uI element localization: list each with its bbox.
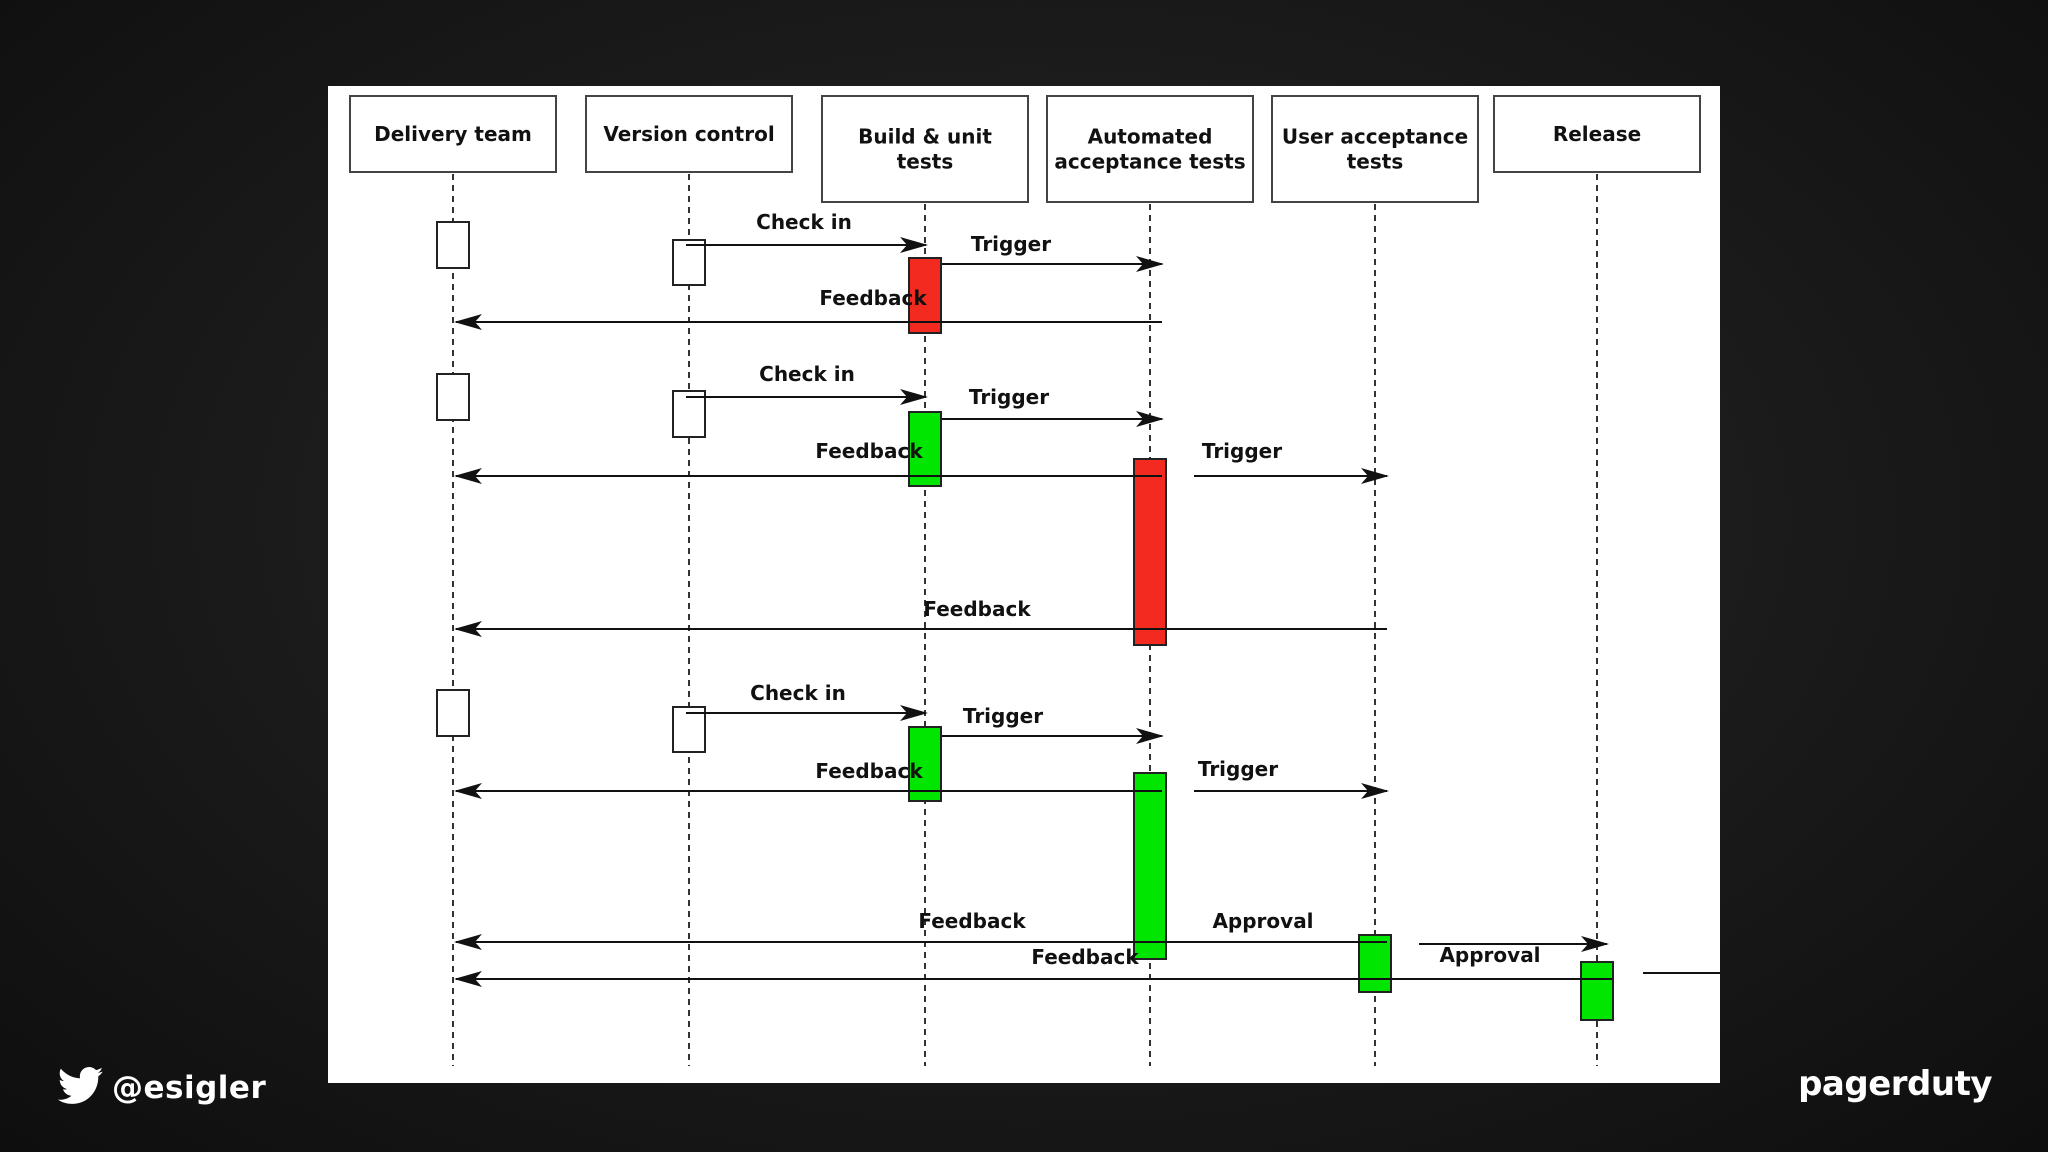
message-check-in: Check in: [686, 362, 928, 405]
message-label: Check in: [756, 210, 852, 234]
activation-neutral: [672, 706, 706, 753]
participant-label: Release: [1553, 122, 1641, 146]
message-label: Feedback: [815, 439, 923, 463]
twitter-handle-text: @esigler: [112, 1070, 267, 1106]
message-check-in: Check in: [686, 210, 928, 253]
sequence-diagram: Delivery team Version control Build & unit…: [328, 86, 1720, 1083]
message-trigger: Trigger: [1194, 757, 1389, 799]
participant-box: [1493, 95, 1701, 173]
message-label: Check in: [759, 362, 855, 386]
message-label: Approval: [1439, 943, 1540, 967]
activation-fail: [1133, 458, 1167, 646]
message-feedback: Feedback: [454, 909, 1387, 950]
message-approval: Approval: [1439, 943, 1720, 974]
message-feedback: Feedback: [454, 945, 1612, 987]
message-label: Trigger: [969, 385, 1049, 409]
participant-vcs: Version control: [585, 95, 793, 173]
participant-label: tests: [1347, 150, 1404, 174]
message-label: Feedback: [923, 597, 1031, 621]
activation-pass: [1580, 961, 1614, 1021]
message-trigger: Trigger: [942, 704, 1164, 744]
message-trigger: Trigger: [942, 232, 1164, 272]
participant-box: [349, 95, 557, 173]
twitter-handle: @esigler: [57, 1066, 267, 1110]
participant-box: [821, 95, 1029, 203]
message-check-in: Check in: [686, 681, 928, 721]
participant-label: User acceptance: [1282, 125, 1468, 149]
participant-label: acceptance tests: [1054, 150, 1245, 174]
message-label: Feedback: [819, 286, 927, 310]
activation-pass: [908, 411, 942, 487]
message-feedback: Feedback: [454, 597, 1387, 637]
message-trigger: Trigger: [942, 385, 1164, 427]
participant-box: [1046, 95, 1254, 203]
participant-box: [1271, 95, 1479, 203]
activation-neutral: [672, 390, 706, 438]
activation-pass: [1133, 772, 1167, 960]
message-label: Trigger: [1202, 439, 1282, 463]
message-approval: Approval: [1212, 909, 1609, 952]
participant-label: Automated: [1088, 125, 1213, 149]
participant-release: Release: [1493, 95, 1701, 173]
participant-label: Build & unit: [858, 125, 992, 149]
message-label: Feedback: [815, 759, 923, 783]
message-label: Feedback: [918, 909, 1026, 933]
message-label: Trigger: [971, 232, 1051, 256]
pagerduty-logo: pagerduty: [1798, 1064, 1992, 1104]
sequence-diagram-svg: Delivery team Version control Build & unit…: [349, 95, 1720, 1066]
message-label: Trigger: [1198, 757, 1278, 781]
activation-pass: [908, 726, 942, 802]
message-label: Trigger: [963, 704, 1043, 728]
activation-neutral: [672, 239, 706, 286]
activation-neutral: [436, 373, 470, 421]
message-trigger: Trigger: [1194, 439, 1389, 484]
participant-label: tests: [897, 150, 954, 174]
message-label: Feedback: [1031, 945, 1139, 969]
activation-neutral: [436, 689, 470, 737]
participant-label: Version control: [603, 122, 774, 146]
activation-pass: [1358, 934, 1392, 993]
message-label: Check in: [750, 681, 846, 705]
message-feedback: Feedback: [454, 759, 1162, 799]
twitter-bird-icon: [57, 1066, 104, 1110]
participant-box: [585, 95, 793, 173]
message-label: Approval: [1212, 909, 1313, 933]
message-feedback: Feedback: [454, 286, 1162, 330]
activation-fail: [908, 257, 942, 334]
message-feedback: Feedback: [454, 439, 1162, 484]
participant-label: Delivery team: [374, 122, 532, 146]
participant-delivery: Delivery team: [349, 95, 557, 173]
activation-neutral: [436, 221, 470, 269]
